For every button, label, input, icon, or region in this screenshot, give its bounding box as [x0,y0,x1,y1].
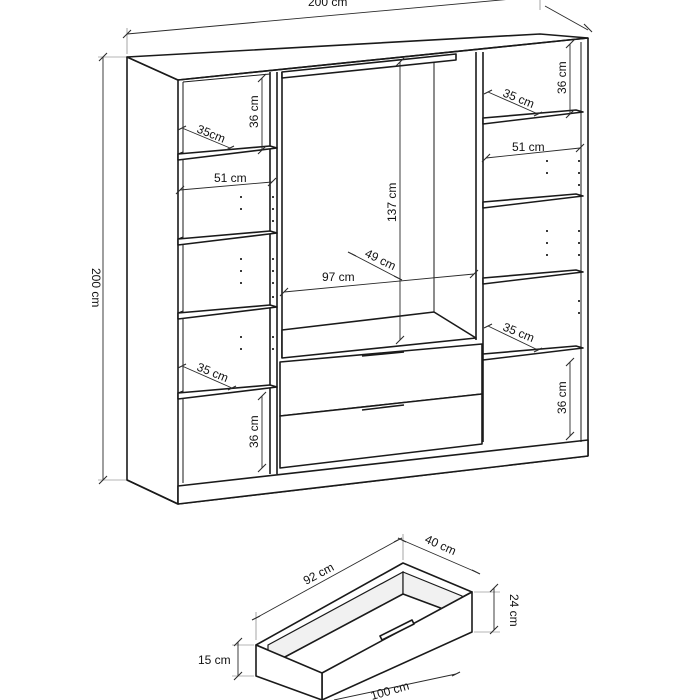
drawer-right-side [321,591,473,700]
overall-height-label: 200 cm [89,268,103,307]
wardrobe-drawer-lower [279,393,483,469]
right-top-shelf-depth-label: 35 cm [501,86,537,111]
right-shelf-1 [482,109,584,125]
left-shelf-2 [177,230,278,246]
wardrobe-carcass [126,33,589,505]
center-width-label: 97 cm [322,270,355,284]
right-top-height-dimension [565,39,575,119]
left-top-height-label: 36 cm [247,95,261,128]
overall-height-dimension [98,52,127,485]
left-shelf-3 [177,304,278,320]
left-bottom-height-label: 36 cm [247,415,261,448]
drawer-handle-upper [361,351,405,357]
left-inner-depth-label: 51 cm [214,171,247,185]
drawer-front-width-label: 100 cm [369,679,411,700]
right-inner-depth-label: 51 cm [512,140,545,154]
right-bottom-shelf-depth-label: 35 cm [501,320,537,345]
right-bottom-height-dimension [565,357,575,441]
drawer-front-height-dimension [232,637,254,681]
wardrobe-drawers [279,343,483,469]
drawer-front-height-label: 15 cm [198,653,231,667]
left-bottom-shelf-depth-label: 35 cm [195,360,231,385]
drawer-depth-dimension [397,537,481,575]
right-shelf-4 [482,345,584,361]
hanging-rail [281,53,457,79]
left-bottom-shelf-depth-dimension [177,363,237,391]
drawer-detail [255,562,473,700]
top-panel [126,33,589,81]
left-top-shelf-depth-label: 35cm [195,122,227,146]
right-inner-depth-dimension [481,143,585,163]
center-hanging-section [281,52,484,442]
overall-width-dimension [122,0,541,54]
left-side-panel [126,56,179,505]
left-bottom-height-dimension [257,391,267,473]
left-shelf-section [177,72,278,483]
right-top-shelf-depth-dimension [483,89,543,117]
drawer-handle-lower [361,404,405,411]
drawer-back-height-label: 24 cm [507,594,521,627]
left-top-height-dimension [257,73,267,155]
plinth [177,439,589,505]
drawer-front-width-dimension [333,671,461,700]
overall-width-label: 200 cm [308,0,347,9]
left-top-shelf-depth-dimension [177,125,235,151]
left-inner-depth-dimension [175,177,277,195]
left-shelf-1 [177,145,278,161]
drawer-length-dimension [251,534,404,640]
right-bottom-height-label: 36 cm [555,381,569,414]
center-height-label: 137 cm [385,183,399,222]
drawer-depth-label: 40 cm [423,532,459,558]
center-width-dimension [279,269,479,297]
right-shelf-2 [482,193,584,209]
overall-depth-dimension [544,5,593,33]
right-top-height-label: 36 cm [555,61,569,94]
right-shelf-section [482,42,584,442]
drawer-front-panel [255,644,323,700]
right-bottom-shelf-depth-dimension [483,323,543,353]
drawer-handle-slot [379,619,415,641]
center-depth-dimension [347,251,403,281]
left-shelf-4 [177,384,278,400]
drawer-back-height-dimension [474,583,500,635]
right-shelf-3 [482,269,584,285]
center-height-dimension [395,57,405,345]
